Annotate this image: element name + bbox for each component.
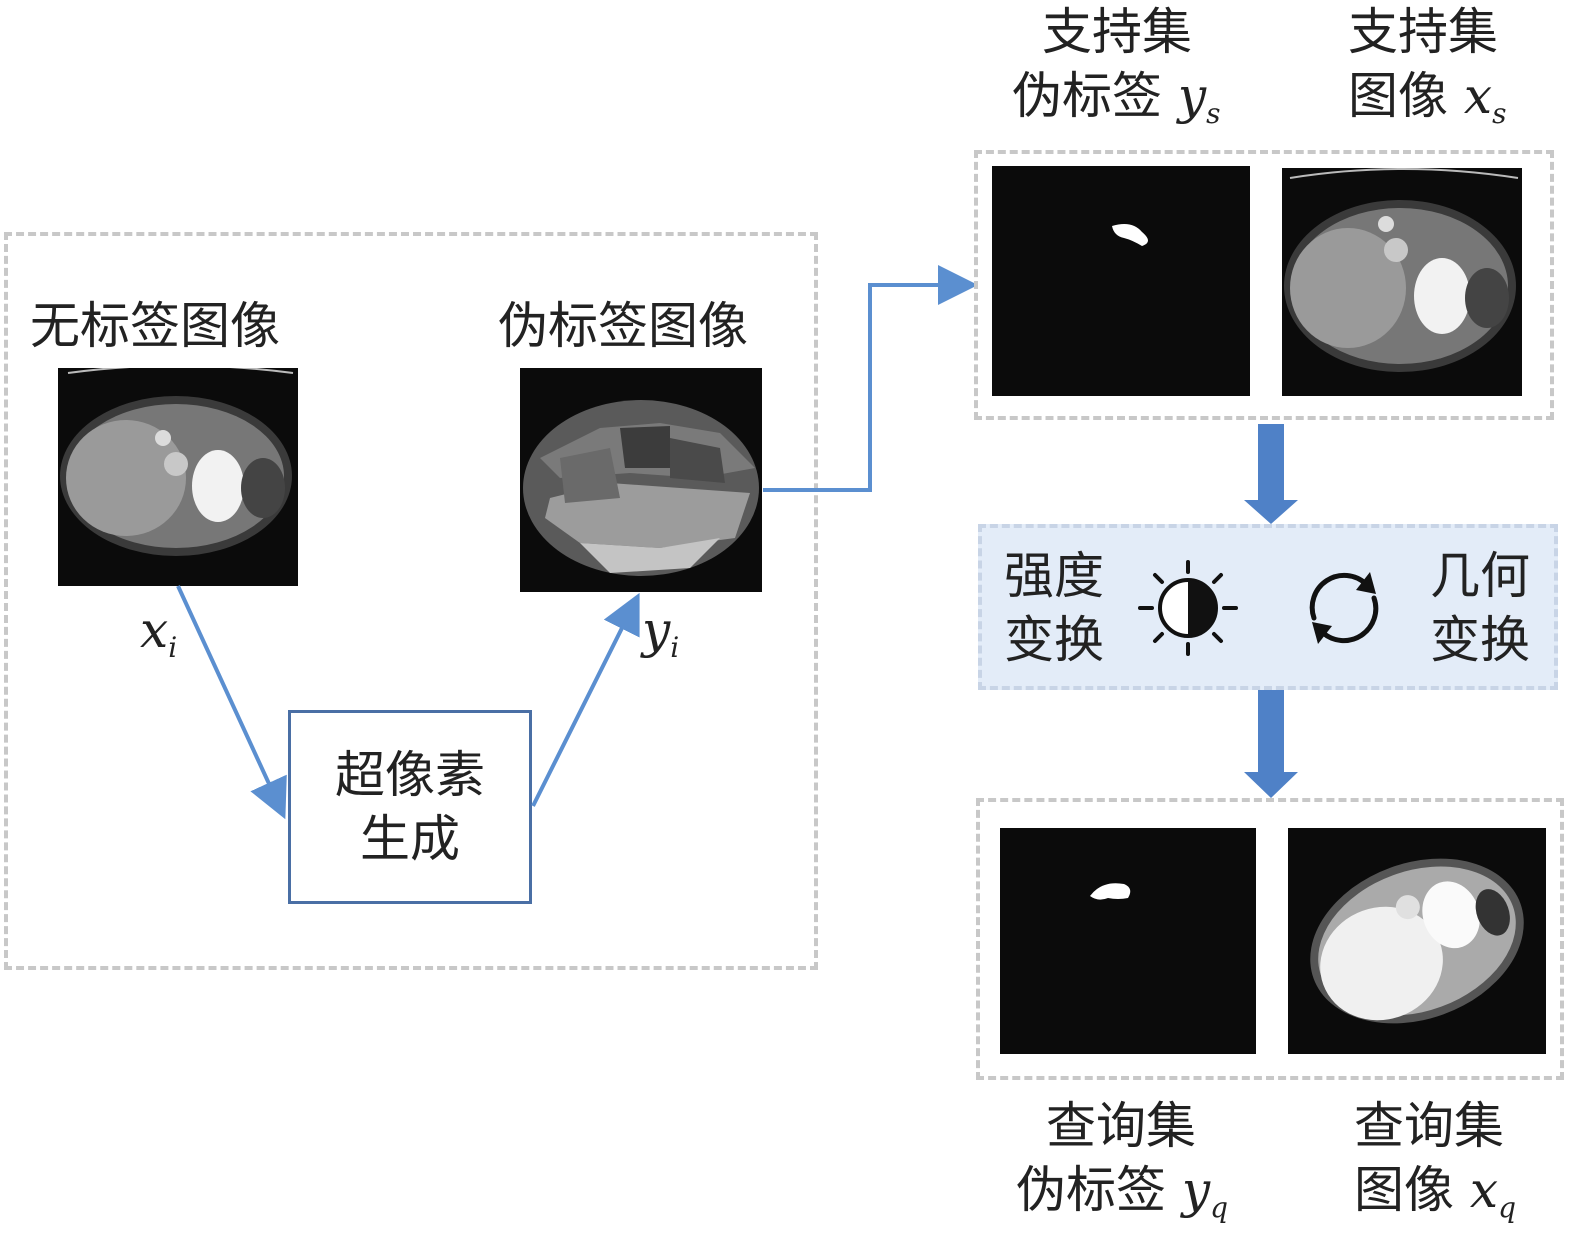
intensity-transform-line2: 变换: [1004, 611, 1104, 669]
query-ct-image: [1288, 828, 1546, 1054]
unlabeled-symbol: xi: [140, 601, 178, 664]
query-label-caption-1: 查询集: [1046, 1097, 1196, 1155]
augmentation-panel: [978, 524, 1558, 690]
support-set-box: [974, 150, 1554, 420]
query-set-box: [976, 798, 1564, 1080]
query-label-caption-2: 伪标签 yq: [1016, 1161, 1229, 1224]
geometric-transform-line2: 变换: [1430, 611, 1530, 669]
support-image-caption-1: 支持集: [1348, 3, 1498, 61]
block-arrow-down-2: [1244, 690, 1298, 798]
geometric-transform-line1: 几何: [1430, 547, 1530, 605]
superpixel-region: [4, 232, 818, 970]
support-label-caption-1: 支持集: [1042, 3, 1192, 61]
pseudo-label-superpixel-image: [520, 368, 762, 592]
pseudo-label-image-title: 伪标签图像: [498, 297, 748, 355]
superpixel-generation-box: 超像素 生成: [288, 710, 532, 904]
pseudo-label-symbol: yi: [642, 601, 680, 664]
support-label-caption-2: 伪标签 ys: [1012, 67, 1221, 130]
unlabeled-image-title: 无标签图像: [30, 297, 280, 355]
query-image-caption-2: 图像 xq: [1354, 1161, 1517, 1224]
query-pseudo-label-image: [1000, 828, 1256, 1054]
support-pseudo-label-image: [992, 166, 1250, 396]
block-arrow-down-1: [1244, 424, 1298, 524]
superpixel-line2: 生成: [360, 810, 460, 868]
intensity-transform-line1: 强度: [1004, 547, 1104, 605]
support-image-caption-2: 图像 xs: [1348, 67, 1507, 130]
superpixel-line1: 超像素: [335, 746, 485, 804]
support-ct-image: [1282, 168, 1522, 396]
unlabeled-ct-image: [58, 368, 298, 586]
query-image-caption-1: 查询集: [1354, 1097, 1504, 1155]
